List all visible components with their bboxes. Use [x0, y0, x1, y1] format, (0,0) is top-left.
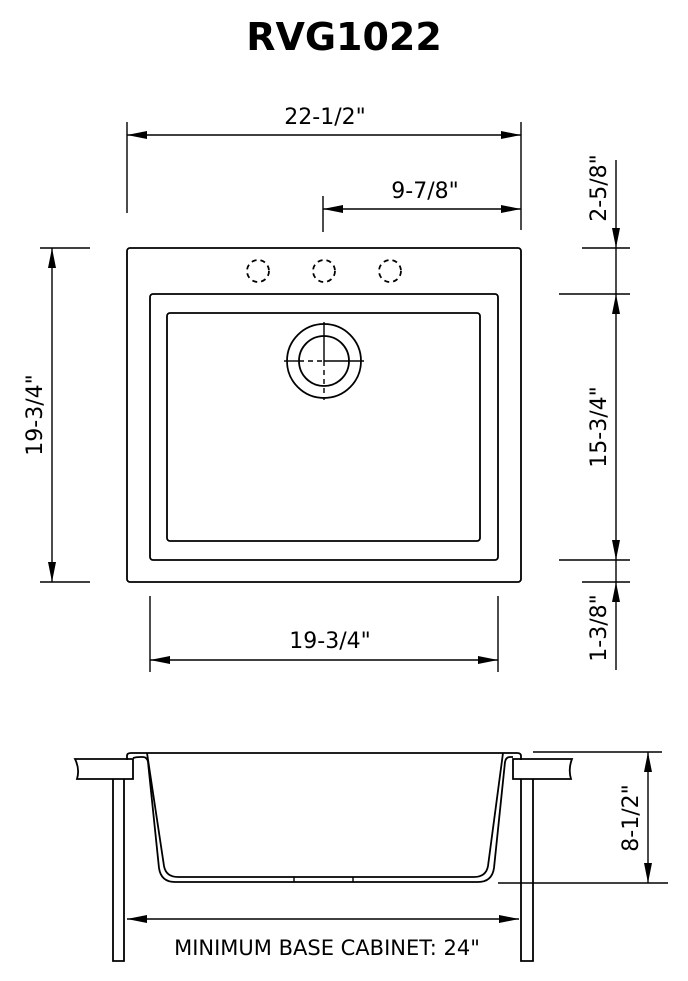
label-min-cabinet: MINIMUM BASE CABINET: 24" [174, 936, 480, 960]
cabinet-wall-left [112, 779, 125, 962]
label-front-rim: 1-3/8" [587, 594, 612, 661]
drain-icon [284, 322, 364, 400]
bowl-inner-wall [146, 752, 504, 878]
label-bowl-width: 19-3/4" [289, 629, 370, 654]
label-bowl-depth: 15-3/4" [587, 386, 612, 467]
label-overall-depth: 19-3/4" [23, 374, 48, 455]
faucet-hole-icon [378, 259, 402, 283]
bowl-floor [166, 312, 481, 542]
faucet-hole-icon [312, 259, 336, 283]
countertop-left [73, 758, 134, 780]
faucet-hole-icon [246, 259, 270, 283]
top-view: 22-1/2" 9-7/8" 19-3/4" [23, 105, 630, 672]
label-drain-offset: 9-7/8" [391, 179, 458, 204]
label-bowl-height: 8-1/2" [619, 784, 644, 851]
bowl-edge [149, 293, 499, 561]
sink-outer-rim [126, 247, 522, 583]
label-back-deck: 2-5/8" [587, 154, 612, 221]
bowl-outer-wall [132, 756, 513, 883]
countertop-right [512, 758, 574, 780]
model-title: RVG1022 [246, 15, 442, 59]
cabinet-wall-right [520, 779, 534, 962]
side-view: 8-1/2" MINIMUM BASE CABINET: 24" [73, 751, 668, 962]
label-overall-width: 22-1/2" [284, 105, 365, 130]
sink-rim [126, 752, 522, 760]
